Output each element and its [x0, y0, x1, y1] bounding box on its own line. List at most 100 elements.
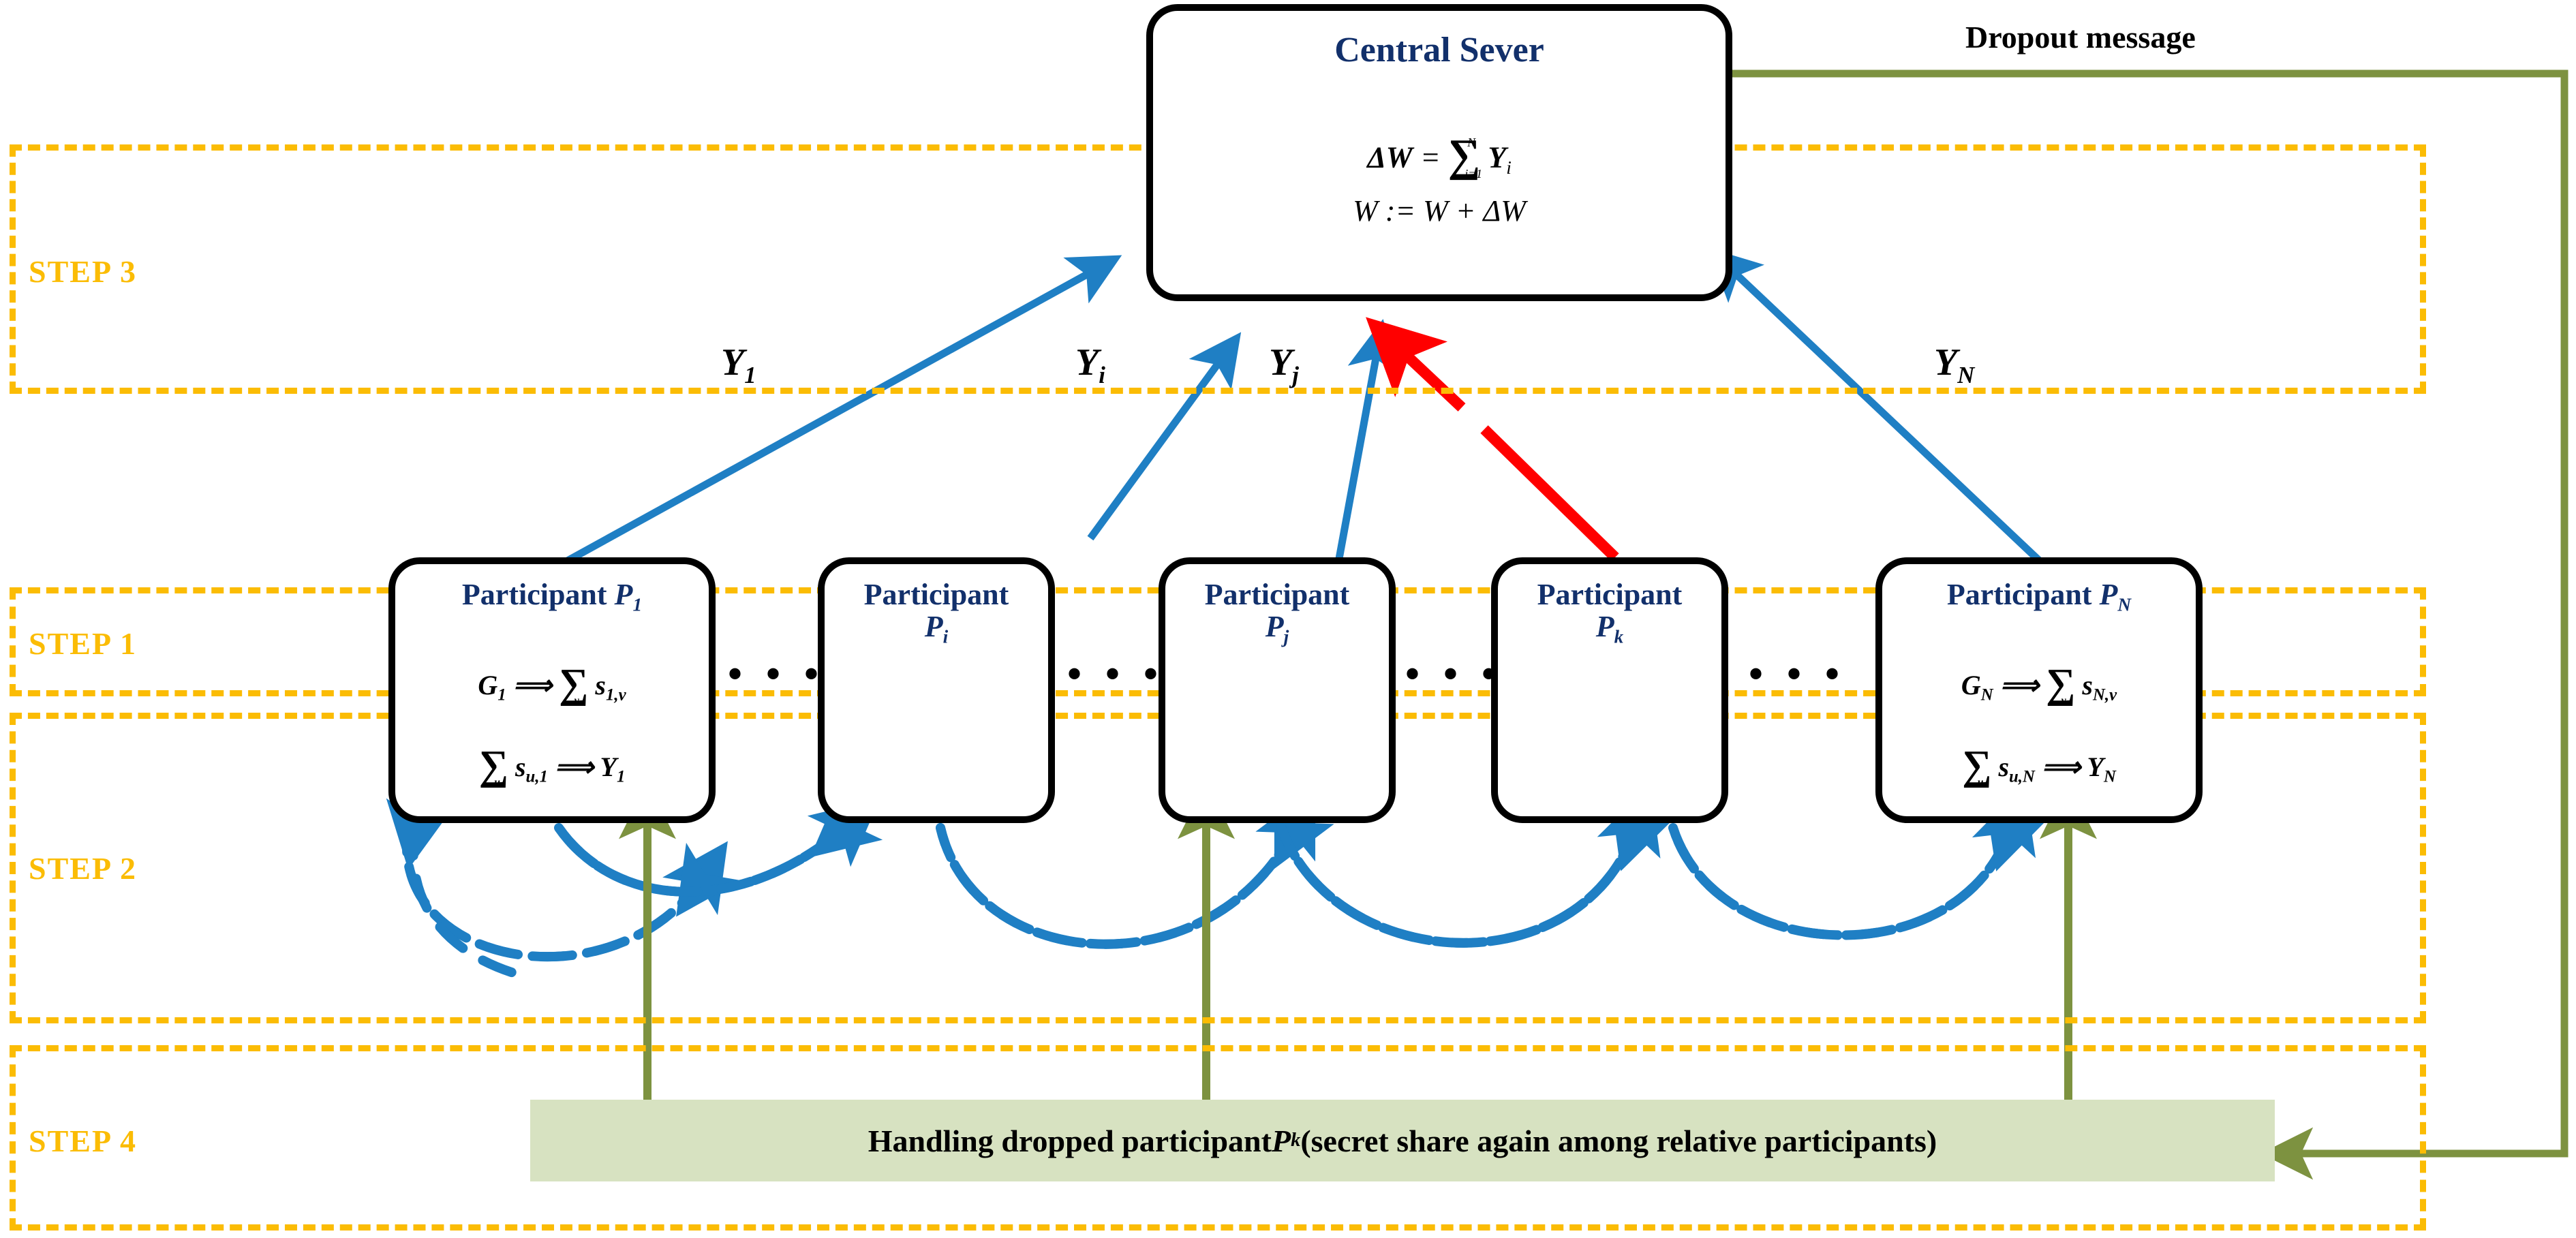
implies-icon: ⟹	[512, 670, 553, 700]
participant-pN-title: Participant PN	[1882, 578, 2196, 615]
server-eq-op: =	[1420, 140, 1441, 174]
step4-symbol: P	[1271, 1123, 1291, 1158]
p1-eqbot-term: s	[515, 752, 526, 782]
step4-link-arrows	[619, 782, 2097, 1176]
participant-pN-symbol: P	[2099, 578, 2118, 611]
ellipsis-pj-pk: • • •	[1405, 651, 1503, 696]
secret-share-curves	[386, 784, 2049, 979]
participant-box-pi[interactable]: Participant Pi	[818, 557, 1055, 823]
pN-eqbot-rhs-sub: N	[2103, 767, 2116, 786]
upload-label-yN: YN	[1934, 341, 1974, 389]
pN-eqtop-term: s	[2082, 670, 2093, 700]
server-eq-term-sub: i	[1506, 157, 1512, 178]
yi-base: Y	[1075, 341, 1099, 384]
ellipsis-pk-pN: • • •	[1749, 651, 1847, 696]
participant-pk-title: Participant Pk	[1498, 578, 1721, 647]
ellipsis-pi-pj: • • •	[1067, 651, 1165, 696]
participant-p1-symbol: P	[614, 578, 633, 611]
step-band-step4	[10, 1045, 2426, 1231]
server-eq-lhs: ΔW	[1367, 140, 1413, 174]
server-equation-delta-w: ΔW = ∑ i=1 N Yi	[1153, 133, 1726, 181]
pN-eqbot-sum: ∑ u	[1962, 745, 1991, 788]
implies-icon: ⟹	[554, 752, 594, 782]
p1-eqtop-sum-sub: v	[574, 694, 579, 707]
ellipsis-p1-pi: • • •	[728, 651, 826, 696]
participant-p1-index: 1	[632, 594, 643, 615]
dropout-message-label: Dropout message	[1965, 20, 2196, 55]
server-eq-sum: ∑ i=1 N	[1448, 133, 1482, 181]
p1-eqtop-term-sub: 1,v	[605, 685, 626, 705]
participant-pj-symbol: P	[1265, 609, 1284, 643]
pN-eqtop-lhs: G	[1961, 670, 1981, 700]
pN-eqbot-sum-sub: u	[1977, 776, 1984, 788]
yj-base: Y	[1269, 341, 1293, 384]
dropout-red-arrow	[1366, 317, 1619, 561]
participant-pk-symbol: P	[1595, 609, 1614, 643]
step-label-step3: STEP 3	[29, 254, 138, 289]
sum-lower-limit: i=1	[1465, 167, 1482, 181]
participant-box-pj[interactable]: Participant Pj	[1159, 557, 1396, 823]
sum-upper-limit: N	[1467, 135, 1475, 149]
participant-pN-index: N	[2117, 594, 2132, 615]
yi-sub: i	[1099, 361, 1105, 388]
sigma-icon: ∑	[1447, 130, 1481, 181]
upload-label-y1: Y1	[721, 341, 756, 389]
participant-pj-title: Participant Pj	[1165, 578, 1389, 647]
p1-eqtop-lhs-sub: 1	[497, 685, 506, 705]
participant-pk-index: k	[1614, 625, 1624, 647]
step-label-step4: STEP 4	[29, 1124, 138, 1158]
step4-symbol-sub: k	[1291, 1130, 1301, 1151]
participant-pj-label: Participant	[1204, 578, 1350, 611]
p1-eqtop-lhs: G	[478, 670, 498, 700]
upload-arrow-yN	[1708, 247, 2047, 568]
participant-pi-index: i	[942, 625, 949, 647]
participant-pi-symbol: P	[924, 609, 943, 643]
pN-eqbot-term-sub: u,N	[2009, 767, 2035, 786]
pN-eqtop-sum-sub: v	[2061, 694, 2066, 707]
participant-pN-eq-bottom: ∑ u su,N ⟹ YN	[1882, 745, 2196, 788]
sigma-icon: ∑	[2046, 661, 2076, 707]
sigma-icon: ∑	[1962, 743, 1992, 788]
participant-pN-eq-top: GN ⟹ ∑ v sN,v	[1882, 663, 2196, 707]
pN-eqbot-term: s	[1998, 752, 2010, 782]
participant-p1-eq-bottom: ∑ u su,1 ⟹ Y1	[395, 745, 709, 788]
upload-arrow-y1	[557, 255, 1122, 569]
central-server-title: Central Sever	[1334, 31, 1544, 69]
participant-pi-label: Participant	[863, 578, 1009, 611]
pN-eqtop-lhs-sub: N	[1980, 685, 1993, 705]
participant-p1-label: Participant	[461, 578, 607, 611]
p1-eqbot-rhs: Y	[600, 752, 617, 782]
step-label-step2: STEP 2	[29, 851, 138, 886]
yN-sub: N	[1957, 361, 1975, 388]
sigma-icon: ∑	[559, 661, 589, 707]
y1-base: Y	[721, 341, 745, 384]
p1-eqbot-term-sub: u,1	[525, 767, 548, 786]
pN-eqbot-rhs: Y	[2087, 752, 2104, 782]
yN-base: Y	[1934, 341, 1958, 384]
yj-sub: j	[1292, 361, 1299, 388]
dropout-message-path	[1731, 69, 2569, 1180]
participant-box-p1[interactable]: Participant P1 G1 ⟹ ∑ v s1,v ∑ u su,1 ⟹ …	[388, 557, 716, 823]
p1-eqtop-sum: ∑ v	[559, 663, 588, 707]
implies-icon: ⟹	[2041, 752, 2081, 782]
y1-sub: 1	[744, 361, 756, 388]
participant-p1-eq-top: G1 ⟹ ∑ v s1,v	[395, 663, 709, 707]
participant-box-pN[interactable]: Participant PN GN ⟹ ∑ v sN,v ∑ u su,N ⟹ …	[1875, 557, 2203, 823]
implies-icon: ⟹	[1999, 670, 2040, 700]
step-label-step1: STEP 1	[29, 626, 138, 661]
participant-box-pk[interactable]: Participant Pk	[1491, 557, 1728, 823]
p1-eqtop-term: s	[595, 670, 606, 700]
upload-label-yj: Yj	[1269, 341, 1299, 389]
p1-eqbot-rhs-sub: 1	[616, 767, 626, 786]
server-equation-update-w: W := W + ΔW	[1353, 194, 1526, 228]
p1-eqbot-sum: ∑ u	[479, 745, 508, 788]
participant-pi-title: Participant Pi	[825, 578, 1048, 647]
central-server-box[interactable]: Central Sever ΔW = ∑ i=1 N Yi W := W + Δ…	[1146, 4, 1732, 301]
participant-pj-index: j	[1283, 625, 1289, 647]
participant-pN-label: Participant	[1946, 578, 2092, 611]
upload-label-yi: Yi	[1075, 341, 1105, 389]
pN-eqtop-term-sub: N,v	[2092, 685, 2117, 705]
